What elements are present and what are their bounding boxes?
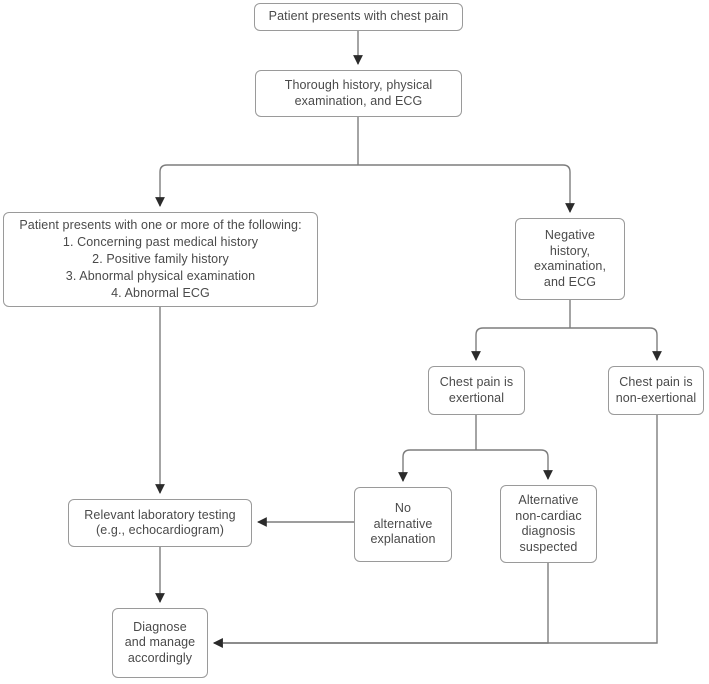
edge-negative-to-exertional bbox=[471, 327, 570, 361]
node-exertional[interactable]: Chest pain is exertional bbox=[428, 366, 525, 415]
node-diagnose[interactable]: Diagnose and manage accordingly bbox=[112, 608, 208, 678]
edge-alternative-diagnosis-to-diagnose bbox=[213, 563, 549, 648]
node-positive-findings[interactable]: Patient presents with one or more of the… bbox=[3, 212, 318, 307]
edge-negative-to-non-exertional bbox=[570, 327, 662, 361]
node-non-exertional[interactable]: Chest pain is non-exertional bbox=[608, 366, 704, 415]
node-lab-testing[interactable]: Relevant laboratory testing (e.g., echoc… bbox=[68, 499, 252, 547]
node-presentation[interactable]: Patient presents with chest pain bbox=[254, 3, 463, 31]
edge-exertional-to-alternative-diagnosis bbox=[476, 449, 553, 480]
edge-workup-to-negative-findings bbox=[358, 164, 575, 213]
node-no-alternative[interactable]: No alternative explanation bbox=[354, 487, 452, 562]
node-negative-findings[interactable]: Negative history, examination, and ECG bbox=[515, 218, 625, 300]
edge-workup-to-positive-findings bbox=[155, 164, 358, 207]
node-alternative-diagnosis[interactable]: Alternative non-cardiac diagnosis suspec… bbox=[500, 485, 597, 563]
edge-exertional-to-no-alternative bbox=[398, 449, 476, 482]
node-workup[interactable]: Thorough history, physical examination, … bbox=[255, 70, 462, 117]
